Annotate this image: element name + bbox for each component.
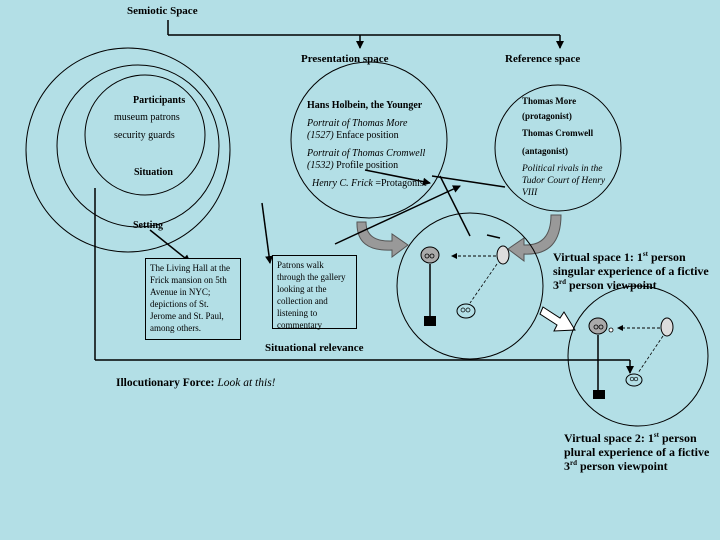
participants-circle: [84, 74, 206, 196]
situational-relevance-label: Situational relevance: [265, 342, 364, 354]
vs2-observer-eye: [629, 376, 635, 382]
semiotic-outer-circle: [25, 47, 231, 253]
presentation-flow-arrow: [356, 221, 409, 258]
vs2-view-line: [637, 335, 664, 374]
vs1-view-line: [469, 263, 498, 304]
frick-label: Henry C. Frick =Protagonist: [312, 178, 427, 190]
vs1-figure-eye: [424, 253, 430, 259]
virtual-transition-arrow: [539, 306, 576, 332]
setting-label: Setting: [133, 220, 163, 231]
work-cromwell-position: Profile position: [333, 160, 399, 171]
ref-rivals-label: Political rivals in the Tudor Court of H…: [522, 164, 606, 198]
vs1-figure-eye: [429, 253, 435, 259]
vs1-observer-eye: [460, 307, 466, 313]
vs2-observer-eye: [633, 376, 639, 382]
patrons-box: Patrons walk through the gallery looking…: [272, 255, 357, 330]
vs2-stand-base: [593, 390, 605, 399]
ref-cromwell-role: (antagonist): [522, 146, 569, 156]
virtual-space-1-label: Virtual space 1: 1st person singular exp…: [553, 250, 709, 292]
ref-more-name: Thomas More: [522, 96, 577, 106]
work-more-title: Portrait of Thomas More: [307, 118, 408, 129]
presentation-circle: [290, 61, 448, 219]
living-hall-box: The Living Hall at the Frick mansion on …: [145, 258, 241, 340]
reference-circle: [494, 84, 622, 212]
virtual-space-2-label: Virtual space 2: 1st person plural exper…: [564, 431, 710, 473]
vs2-figure-eye: [593, 324, 599, 330]
artist-label: Hans Holbein, the Younger: [307, 100, 423, 111]
work-more-position: Enface position: [333, 130, 399, 141]
vs2-figure-eye: [598, 324, 604, 330]
participant-security-guards: security guards: [114, 130, 175, 141]
situation-circle: [56, 64, 220, 228]
reference-space-label: Reference space: [505, 53, 581, 65]
vs2-observer-figure: [625, 373, 643, 387]
vs1-portrait-figure: [496, 245, 510, 265]
connector-lines: [94, 169, 634, 374]
work-cromwell-title: Portrait of Thomas Cromwell: [307, 148, 426, 159]
virtual-space-1-circle: [396, 212, 544, 360]
situation-label: Situation: [134, 167, 173, 178]
frick-role: =Protagonist: [372, 178, 427, 189]
illocutionary-force-label: Illocutionary Force: Look at this!: [116, 376, 276, 390]
presentation-space-label: Presentation space: [301, 53, 389, 65]
reference-flow-arrow: [507, 214, 562, 262]
virtual-space-2-circle: [567, 285, 709, 427]
work-cromwell-year: (1532): [307, 160, 334, 171]
vs2-portrait-figure: [660, 317, 674, 337]
ref-more-label: Thomas More (protagonist): [522, 95, 577, 121]
illocutionary-force-value: Look at this!: [217, 377, 276, 389]
work-cromwell-label: Portrait of Thomas Cromwell (1532) Profi…: [307, 148, 425, 172]
vs1-stand-base: [424, 316, 436, 326]
participant-museum-patrons: museum patrons: [114, 112, 180, 123]
vs1-observer-figure: [456, 303, 476, 319]
vs2-small-dot: [608, 327, 614, 333]
participants-label: Participants: [133, 95, 186, 106]
work-more-year: (1527): [307, 130, 334, 141]
semiotic-space-label: Semiotic Space: [127, 5, 198, 17]
ref-cromwell-name: Thomas Cromwell: [522, 128, 594, 138]
frick-name: Henry C. Frick: [312, 178, 373, 189]
ref-more-role: (protagonist): [522, 111, 572, 121]
semiotic-branch-lines: [167, 20, 564, 49]
illocutionary-force-key: Illocutionary Force:: [116, 377, 218, 389]
work-more-label: Portrait of Thomas More (1527) Enface po…: [307, 118, 407, 142]
vs1-observer-eye: [465, 307, 471, 313]
